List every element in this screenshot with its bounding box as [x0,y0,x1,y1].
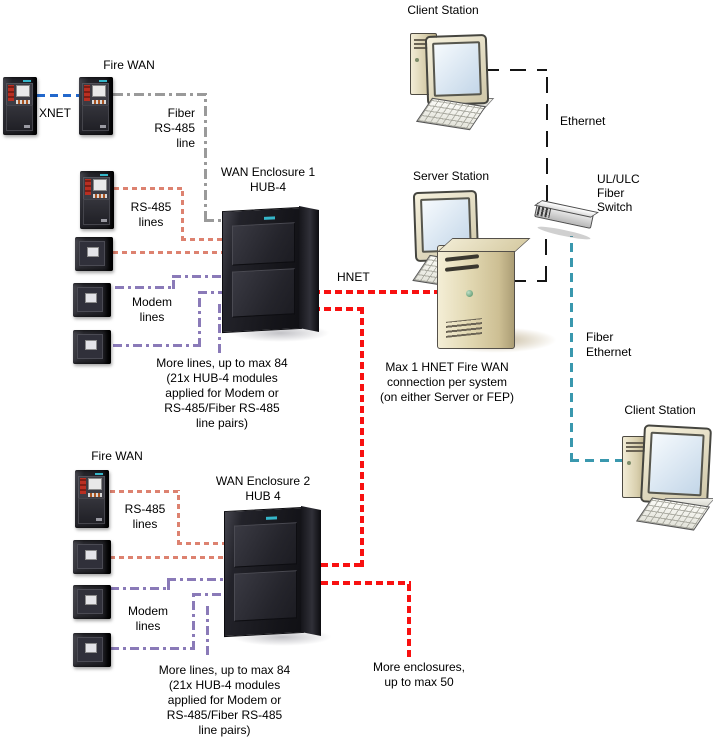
fiber-ethernet-line-h [570,459,626,462]
server-station-label: Server Station [412,169,490,183]
transponder-panel-icon [75,237,113,271]
more-lines-1-label: More lines, up to max 84 (21x HUB-4 modu… [156,356,288,430]
enclosure-link-h2 [299,563,364,567]
modem-line-1a-h2 [172,275,225,278]
wan-enclosure-icon [222,204,319,334]
enclosure-link-h1 [302,307,364,311]
panel-logo-icon [23,80,31,82]
panel-logo-icon [100,174,108,176]
more-enclosures-v [407,581,411,657]
hnet-line [302,290,442,294]
client-station-top-label: Client Station [407,3,479,17]
modem-more-lines-1 [218,303,221,353]
power-led-icon [466,290,473,297]
ethernet-line-h [483,69,547,71]
fiber-ethernet-line-v [570,236,573,462]
rs485-line-2a-v [177,490,180,545]
ethernet-line-v [546,69,548,201]
enclosure-logo-icon [264,216,275,220]
switch-server-line-v [545,238,547,282]
fiber-rs485-line-h [113,93,206,96]
transponder-panel-icon [73,330,111,364]
fiber-ethernet-label: Fiber Ethernet [586,330,632,359]
wan-enclosure-icon [224,504,321,638]
wan-enclosure-2-label: WAN Enclosure 2 HUB 4 [215,474,311,503]
more-enclosures-label: More enclosures, up to max 50 [372,660,466,689]
more-lines-2-label: More lines, up to max 84 (21x HUB-4 modu… [158,663,291,737]
transponder-panel-icon [73,633,111,667]
fire-panel-icon [80,171,114,229]
rs485-line-2a [110,490,180,493]
modem-line-2b [110,647,195,650]
wan-enclosure-1-label: WAN Enclosure 1 HUB-4 [220,165,316,194]
modem-line-2a [110,587,170,590]
rs485-lines-2-label: RS-485 lines [124,502,166,531]
transponder-panel-icon [73,540,111,574]
rs485-lines-1-label: RS-485 lines [130,200,172,229]
rs485-line-1a-h2 [181,238,226,241]
fire-wan-top-label: Fire WAN [103,58,155,72]
rs485-line-1a [114,187,184,190]
hnet-label: HNET [337,270,370,284]
rs485-line-2b [110,556,228,559]
fiber-rs485-line-v [204,93,207,221]
fire-panel-icon [3,77,37,135]
fire-panel-icon [75,470,109,528]
enclosure-logo-icon [266,516,277,520]
rs485-line-1a-v [181,187,184,241]
modem-line-2b-v [192,594,195,650]
panel-logo-icon [99,80,107,82]
rs485-line-1b [113,251,226,254]
rs485-line-2a-h2 [177,542,228,545]
hnet-note-label: Max 1 HNET Fire WAN connection per syste… [379,360,515,404]
fiber-switch-label: UL/ULC Fiber Switch [597,172,640,214]
fire-panel-icon [79,77,113,135]
xnet-line [37,94,79,97]
transponder-panel-icon [73,585,111,619]
desktop-computer-icon [616,418,713,536]
client-station-right-label: Client Station [624,403,696,417]
modem-lines-2-label: Modem lines [127,604,168,633]
modem-more-lines-2 [206,603,209,655]
fiber-rs485-label: Fiber RS-485 line [154,106,195,150]
xnet-label: XNET [39,106,72,120]
modem-lines-1-label: Modem lines [131,295,172,324]
switch-server-line-h [510,280,547,282]
modem-line-1a [115,286,175,289]
server-computer-icon [395,185,565,360]
modem-line-1a-v [172,276,175,289]
modem-line-1b-h2 [198,291,226,294]
transponder-panel-icon [73,283,111,317]
ethernet-label: Ethernet [560,114,606,128]
enclosure-link-v [360,307,364,567]
modem-line-2b-h2 [192,593,228,596]
more-enclosures-h [299,581,411,585]
desktop-computer-icon [398,26,498,138]
panel-logo-icon [95,473,103,475]
modem-line-2a-h2 [167,578,228,581]
modem-line-1b-v [198,292,201,347]
modem-line-2a-v [167,579,170,590]
modem-line-1b [113,344,201,347]
fiber-rs485-line-h2 [204,219,226,222]
fire-wan-bottom-label: Fire WAN [91,449,143,463]
